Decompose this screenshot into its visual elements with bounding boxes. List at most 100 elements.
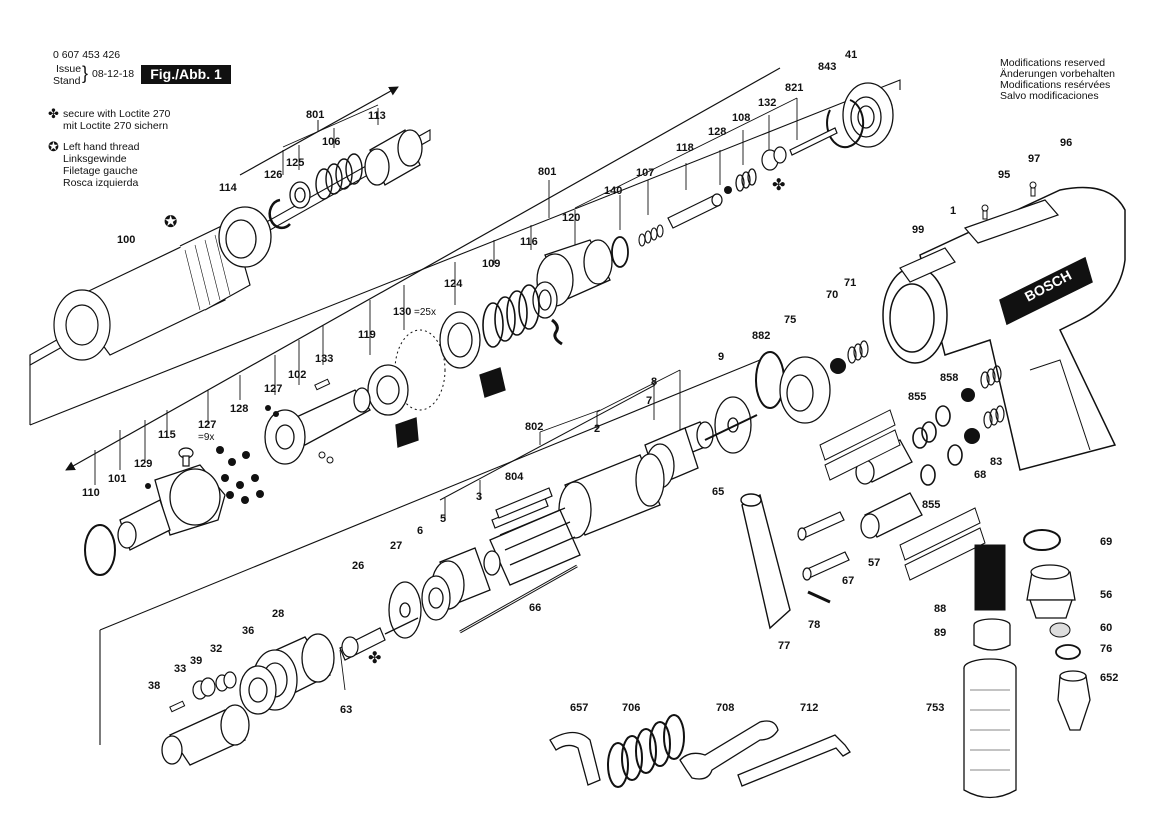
- part-33-pin: [169, 700, 186, 713]
- part-119-bearing: [367, 364, 419, 448]
- leader-63: [339, 649, 346, 691]
- label-70: 70: [826, 289, 838, 301]
- label-32: 32: [210, 643, 222, 655]
- label-116: 116: [520, 236, 538, 248]
- label-71: 71: [844, 277, 856, 289]
- label-102: 102: [288, 369, 306, 381]
- legend-lht-line3: Filetage gauche: [63, 165, 138, 177]
- label-96: 96: [1060, 137, 1072, 149]
- part-129-ball: [145, 483, 151, 489]
- label-67: 67: [842, 575, 854, 587]
- label-706: 706: [622, 702, 640, 714]
- part-66-pin-highlight: [459, 565, 578, 633]
- part-32-planet-gear: [215, 671, 237, 692]
- label-60: 60: [1100, 622, 1112, 634]
- star-circle-icon: ✪: [164, 212, 177, 231]
- label-128a: 128: [708, 126, 726, 138]
- label-125: 125: [286, 157, 304, 169]
- part-101-anvil: [117, 464, 226, 551]
- part-858-o-rings: [935, 405, 963, 466]
- part-83-spring: [980, 365, 1005, 429]
- part-106-spring: [315, 153, 363, 200]
- legend-loctite-line2: mit Loctite 270 sichern: [63, 120, 169, 132]
- part-36-planet-carrier: [239, 665, 277, 715]
- label-1: 1: [950, 205, 956, 217]
- part-6-bearing: [421, 575, 451, 621]
- label-5: 5: [440, 513, 446, 525]
- brace: }: [82, 63, 89, 83]
- label-56: 56: [1100, 589, 1112, 601]
- part-75-rear-plate: [779, 356, 831, 424]
- label-114: 114: [219, 182, 238, 194]
- label-133: 133: [315, 353, 333, 365]
- figure-label: Fig./Abb. 1: [141, 65, 231, 84]
- label-99: 99: [912, 224, 924, 236]
- qty-130: =25x: [414, 307, 436, 318]
- label-69: 69: [1100, 536, 1112, 548]
- part-69-o-ring: [1023, 529, 1061, 551]
- part-56-inlet-fitting: [1026, 564, 1076, 619]
- part-89-felt: [973, 618, 1011, 651]
- label-108: 108: [732, 112, 750, 124]
- part-70b-ball: [961, 388, 975, 402]
- label-41: 41: [845, 49, 857, 61]
- part-706-spring-accessory: [607, 714, 685, 788]
- label-126: 126: [264, 169, 282, 181]
- label-83: 83: [990, 456, 1002, 468]
- modifications-line3: Modifications resérvées: [1000, 79, 1111, 91]
- part-753-silencer: [963, 658, 1017, 799]
- panel-lower-frame: [99, 359, 761, 745]
- part-140-o-ring: [611, 236, 629, 268]
- label-843: 843: [818, 61, 836, 73]
- part-708-wrench: [679, 720, 779, 780]
- label-57: 57: [868, 557, 880, 569]
- label-106: 106: [322, 136, 340, 148]
- label-78: 78: [808, 619, 820, 631]
- modifications-notice: Modifications reserved Änderungen vorbeh…: [1000, 58, 1115, 102]
- part-114-ring: [218, 206, 272, 268]
- label-33: 33: [174, 663, 186, 675]
- part-128-balls: [318, 451, 334, 464]
- part-76-o-ring: [1055, 644, 1081, 660]
- label-26: 26: [352, 560, 364, 572]
- part-843-retaining-clip: [826, 99, 865, 149]
- label-38: 38: [148, 680, 160, 692]
- hatch-bars: [819, 409, 986, 581]
- part-26-pinion: [339, 627, 386, 661]
- label-95: 95: [998, 169, 1010, 181]
- modifications-line4: Salvo modificaciones: [1000, 90, 1099, 102]
- part-65-pin: [704, 414, 758, 441]
- label-127b: 127: [198, 419, 216, 431]
- part-labels: 100 114 126 125 801 106 113 801 140 107 …: [82, 49, 1118, 716]
- group-bars: [282, 97, 798, 433]
- label-657: 657: [570, 702, 588, 714]
- label-118: 118: [676, 142, 694, 154]
- part-130-ball-ring: [394, 329, 446, 411]
- part-9-washer: [714, 396, 752, 454]
- legend-loctite: ✤ secure with Loctite 270 mit Loctite 27…: [48, 107, 208, 134]
- label-2: 2: [594, 423, 600, 435]
- part-652-hose-nipple: [1057, 670, 1091, 731]
- part-128-ball: [724, 186, 732, 194]
- label-113: 113: [368, 110, 386, 122]
- legend-loctite-line1: secure with Loctite 270: [63, 108, 171, 120]
- label-63: 63: [340, 704, 352, 716]
- qty-127: =9x: [198, 432, 214, 443]
- star-circle-icon: ✪: [48, 139, 59, 154]
- label-110: 110: [82, 487, 100, 499]
- part-41-end-cap: [842, 82, 894, 148]
- part-110-o-ring: [84, 524, 116, 576]
- label-129: 129: [134, 458, 152, 470]
- legend-left-hand-thread: ✪ Left hand thread Linksgewinde Filetage…: [48, 139, 208, 191]
- label-115: 115: [158, 429, 176, 441]
- part-99-band: [899, 247, 956, 283]
- part-71-spring: [847, 340, 869, 364]
- part-855-o-rings: [912, 421, 937, 486]
- part-712-hex-key: [737, 734, 851, 787]
- four-leaf-icon: ✤: [772, 175, 785, 194]
- part-132-plug: [761, 146, 787, 171]
- part-116-ring: [532, 281, 558, 319]
- label-39: 39: [190, 655, 202, 667]
- modifications-line2: Änderungen vorbehalten: [1000, 68, 1116, 80]
